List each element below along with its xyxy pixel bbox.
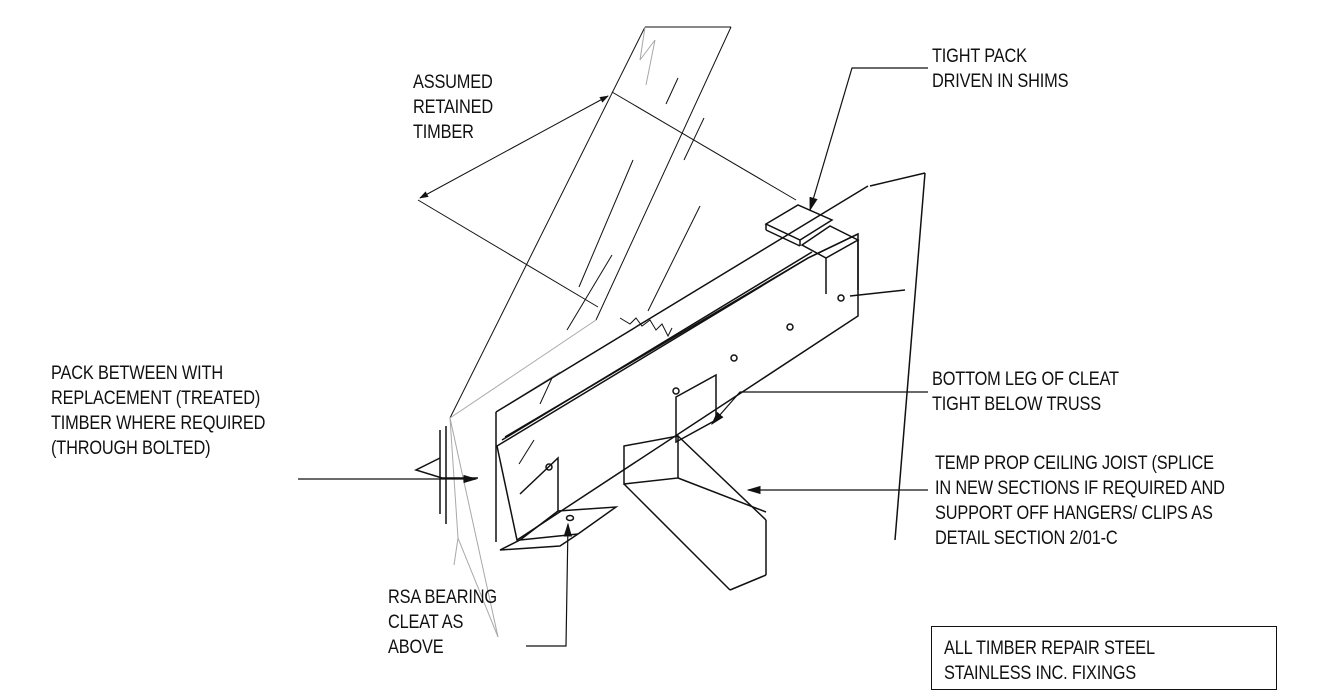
tight-pack-shims <box>764 204 860 294</box>
label-rsa-bearing: RSA BEARING CLEAT AS ABOVE <box>388 587 497 658</box>
side-plate <box>496 232 859 542</box>
note-text: ALL TIMBER REPAIR STEEL STAINLESS INC. F… <box>944 638 1155 684</box>
label-temp-prop: TEMP PROP CEILING JOIST (SPLICE IN NEW S… <box>935 453 1225 549</box>
label-pack-between: PACK BETWEEN WITH REPLACEMENT (TREATED) … <box>51 363 266 459</box>
dimension-line <box>417 91 797 308</box>
label-bottom-leg: BOTTOM LEG OF CLEAT TIGHT BELOW TRUSS <box>932 369 1119 415</box>
leader-lines <box>298 67 928 647</box>
temp-prop-joist <box>623 435 767 591</box>
label-assumed-retained-timber: ASSUMED RETAINED TIMBER <box>413 72 494 143</box>
hidden-lines <box>449 26 656 638</box>
joist-beam <box>495 172 926 542</box>
note-box <box>931 626 1277 690</box>
pack-plate <box>413 426 478 524</box>
label-tight-pack: TIGHT PACK DRIVEN IN SHIMS <box>932 46 1069 92</box>
rsa-bearing-cleat <box>499 456 619 551</box>
